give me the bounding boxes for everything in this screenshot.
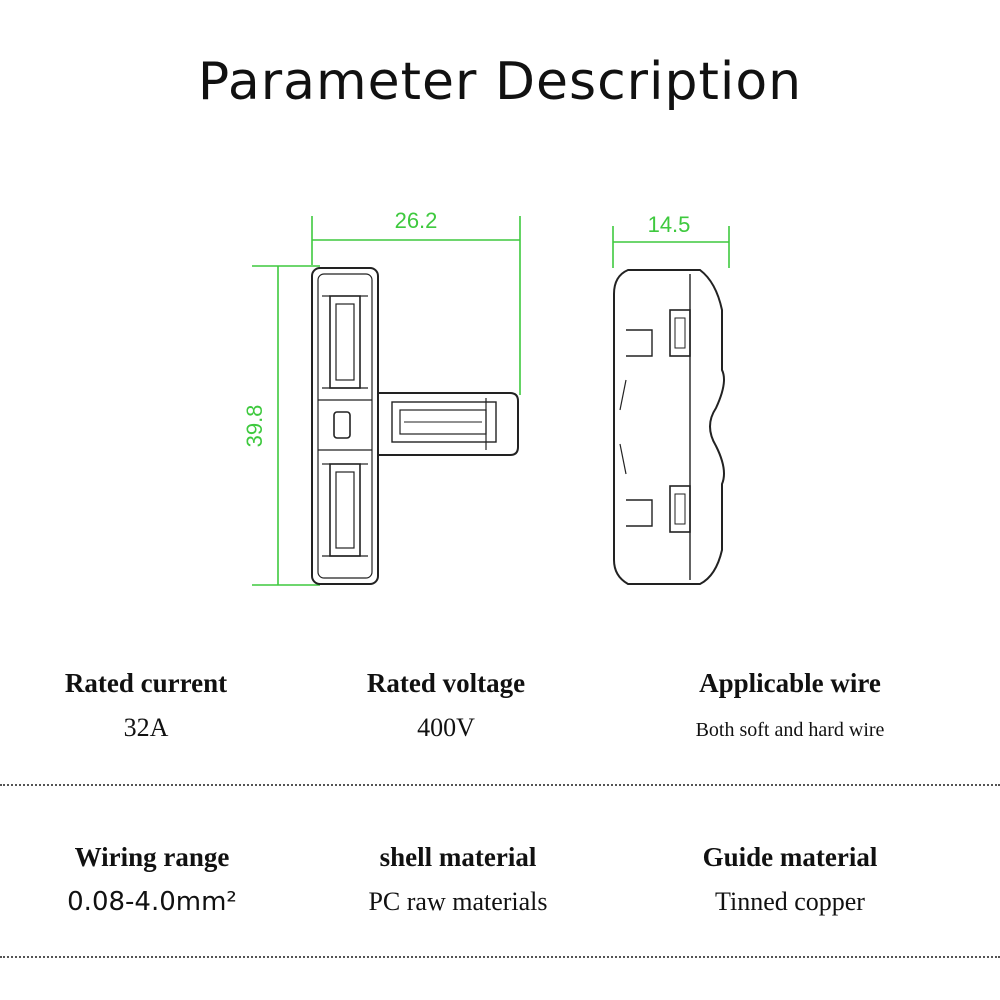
param-label: Rated current	[64, 668, 228, 698]
page-title: Parameter Description	[197, 52, 803, 112]
divider	[0, 784, 1000, 786]
divider	[0, 956, 1000, 958]
param-shell-material: shell material PC raw materials	[308, 842, 608, 917]
front-height-dimension	[252, 265, 320, 586]
side-width-dimension	[612, 226, 730, 268]
param-label: Guide material	[702, 842, 878, 872]
side-view-outline	[613, 269, 725, 585]
param-value: Both soft and hard wire	[695, 719, 885, 741]
front-view-outline	[311, 267, 519, 585]
param-guide-material: Guide material Tinned copper	[640, 842, 940, 917]
param-label: Wiring range	[74, 842, 230, 872]
param-rated-voltage: Rated voltage 400V	[296, 668, 596, 743]
param-value: Tinned copper	[715, 887, 865, 916]
param-applicable-wire: Applicable wire Both soft and hard wire	[640, 668, 940, 742]
param-label: Applicable wire	[699, 668, 881, 698]
param-wiring-range: Wiring range 0.08-4.0mm²	[2, 842, 302, 917]
param-rated-current: Rated current 32A	[0, 668, 296, 743]
front-width-label: 26.2	[395, 208, 438, 233]
side-width-label: 14.5	[648, 212, 691, 237]
param-value: 0.08-4.0mm²	[67, 887, 237, 917]
param-value: PC raw materials	[368, 887, 548, 916]
front-width-dimension	[311, 216, 521, 395]
param-value: 32A	[123, 713, 169, 742]
param-value: 400V	[417, 713, 475, 742]
param-label: Rated voltage	[366, 668, 526, 698]
param-label: shell material	[379, 842, 537, 872]
front-height-label: 39.8	[242, 405, 267, 448]
